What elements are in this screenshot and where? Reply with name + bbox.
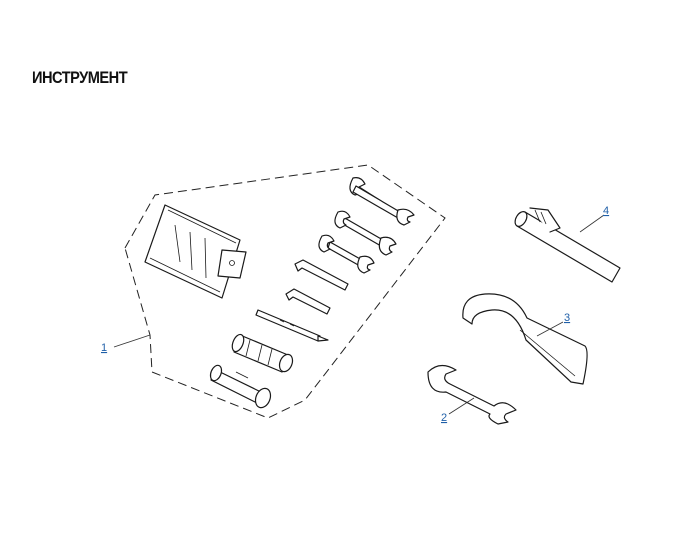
callout-1[interactable]: 1	[101, 342, 107, 354]
tool-bag-icon[interactable]	[144, 204, 247, 299]
open-end-wrench-icon[interactable]	[427, 364, 517, 425]
tool-kit-boundary	[124, 164, 446, 419]
callout-4[interactable]: 4	[603, 205, 609, 217]
screwdriver-handle-icon[interactable]	[513, 207, 621, 283]
leader-line-2	[448, 397, 475, 415]
leader-line-4	[579, 214, 605, 233]
leader-line-3	[536, 321, 564, 337]
hex-key-icon[interactable]	[294, 259, 349, 291]
screwdriver-bit-icon[interactable]	[255, 309, 329, 342]
spark-plug-socket-icon[interactable]	[230, 333, 295, 374]
hook-spanner-icon[interactable]	[462, 293, 588, 385]
double-open-wrench-icon[interactable]	[334, 210, 397, 256]
double-open-wrench-icon[interactable]	[349, 177, 415, 226]
box-wrench-icon[interactable]	[208, 364, 273, 410]
callout-3[interactable]: 3	[564, 312, 570, 324]
hex-key-icon[interactable]	[285, 288, 331, 315]
double-open-wrench-icon[interactable]	[318, 234, 375, 274]
callout-2[interactable]: 2	[441, 412, 447, 424]
leader-line-1	[113, 334, 151, 348]
page-title: ИНСТРУМЕНТ	[32, 68, 128, 87]
